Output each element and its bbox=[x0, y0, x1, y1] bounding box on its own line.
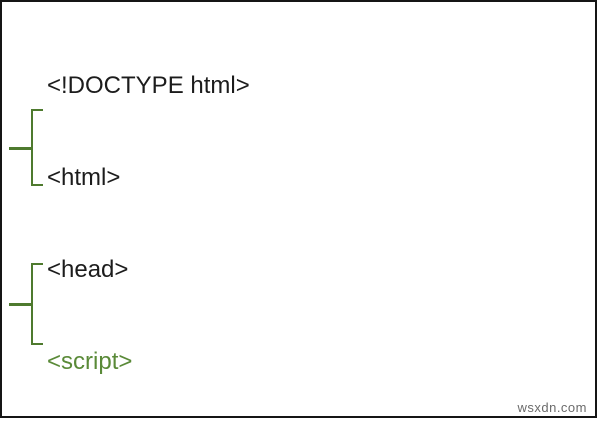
code-line: <!DOCTYPE html> bbox=[47, 72, 250, 100]
code-line: <head> bbox=[47, 255, 129, 283]
script-block-bracket-tick-icon bbox=[9, 147, 32, 150]
code-block: <!DOCTYPE html> <html> <head> <script> f… bbox=[47, 10, 587, 421]
form-block-bracket-icon bbox=[31, 263, 43, 345]
script-block-bracket-icon bbox=[31, 109, 43, 186]
form-block-bracket-tick-icon bbox=[9, 303, 32, 306]
code-line: <html> bbox=[47, 163, 121, 191]
watermark: wsxdn.com bbox=[517, 400, 587, 415]
code-line: <script> bbox=[47, 347, 133, 375]
